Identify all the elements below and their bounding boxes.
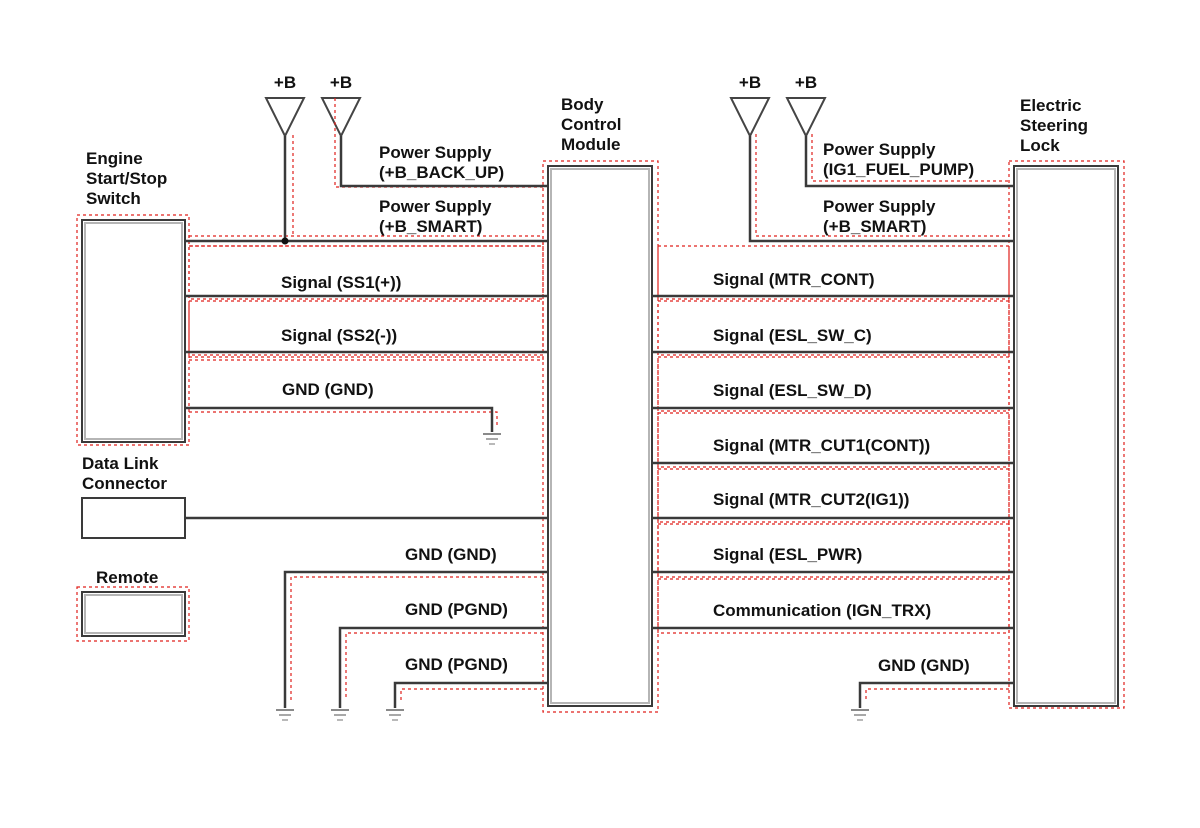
- battery-supply-2: [320, 97, 362, 139]
- battery-supply-1: [264, 97, 306, 139]
- wire-mtr-cut1: [652, 412, 1014, 468]
- plus-b-label-1: +B: [274, 73, 296, 92]
- wire-ss1: [185, 245, 548, 300]
- gnd-switch-label: GND (GND): [282, 380, 374, 399]
- wire-esl-sw-c: [652, 300, 1014, 356]
- wire-pgnd-2: [386, 681, 548, 721]
- gnd-bcm-label: GND (GND): [405, 545, 497, 564]
- ps-backup-label: Power Supply(+B_BACK_UP): [379, 143, 504, 182]
- engine-switch-highlight: [76, 214, 190, 446]
- ss1-label: Signal (SS1(+)): [281, 273, 401, 292]
- battery-triangle-icon: [729, 97, 771, 139]
- engine-switch-body: [81, 219, 186, 443]
- wire-ps-ig1-fuel: [804, 134, 1014, 188]
- engine-switch-inner: [84, 222, 183, 440]
- battery-triangle-icon: [320, 97, 362, 139]
- mtr-cont-label: Signal (MTR_CONT): [713, 270, 875, 289]
- ps-smart-right-label: Power Supply(+B_SMART): [823, 197, 936, 236]
- esl-inner: [1016, 168, 1116, 704]
- remote-body: [81, 591, 186, 637]
- ground-icon: [386, 709, 404, 721]
- wire-ps-smart-left: [185, 135, 548, 247]
- engine-start-stop-switch: [76, 214, 190, 446]
- plus-b-label-2: +B: [330, 73, 352, 92]
- esl-body: [1013, 165, 1119, 707]
- battery-supply-4: [785, 97, 827, 139]
- junction-dot: [281, 237, 289, 245]
- remote: [76, 586, 190, 642]
- plus-b-label-3: +B: [739, 73, 761, 92]
- wire-gnd-esl: [851, 681, 1014, 721]
- remote-label: Remote: [96, 568, 158, 587]
- wire-esl-sw-d: [652, 356, 1014, 412]
- wire-ps-backup: [334, 98, 548, 188]
- battery-triangle-icon: [264, 97, 306, 139]
- wire-pgnd-1: [331, 626, 548, 721]
- wire-ss2: [185, 300, 548, 356]
- battery-triangle-icon: [785, 97, 827, 139]
- ps-ig1-fuel-label: Power Supply(IG1_FUEL_PUMP): [823, 140, 974, 179]
- mtr-cut2-label: Signal (MTR_CUT2(IG1)): [713, 490, 909, 509]
- remote-inner: [84, 594, 183, 634]
- electric-steering-lock: [1008, 160, 1125, 709]
- esl-pwr-label: Signal (ESL_PWR): [713, 545, 862, 564]
- gnd-esl-label: GND (GND): [878, 656, 970, 675]
- dlc-body: [81, 497, 186, 539]
- ground-icon: [276, 709, 294, 721]
- esl-sw-c-label: Signal (ESL_SW_C): [713, 326, 872, 345]
- pgnd-2-label: GND (PGND): [405, 655, 508, 674]
- esl-sw-d-label: Signal (ESL_SW_D): [713, 381, 872, 400]
- ps-smart-left-label: Power Supply(+B_SMART): [379, 197, 492, 236]
- wire-ign-trx: [652, 578, 1014, 634]
- mtr-cut1-label: Signal (MTR_CUT1(CONT)): [713, 436, 930, 455]
- data-link-connector: [81, 497, 186, 539]
- ign-trx-label: Communication (IGN_TRX): [713, 601, 931, 620]
- ground-icon: [851, 709, 869, 721]
- pgnd-1-label: GND (PGND): [405, 600, 508, 619]
- wire-mtr-cut2: [652, 468, 1014, 523]
- bcm-body: [547, 165, 653, 707]
- wire-esl-pwr: [652, 523, 1014, 578]
- wire-gnd-switch: [185, 356, 544, 445]
- bcm-inner: [550, 168, 650, 704]
- ground-icon: [331, 709, 349, 721]
- remote-highlight: [76, 586, 190, 642]
- plus-b-label-4: +B: [795, 73, 817, 92]
- ground-icon: [483, 433, 501, 445]
- wire-gnd-bcm: [276, 570, 548, 721]
- body-control-module: [542, 160, 659, 713]
- wire-mtr-cont: [652, 245, 1014, 300]
- ss2-label: Signal (SS2(-)): [281, 326, 397, 345]
- battery-supply-3: [729, 97, 771, 139]
- wire-ps-smart-right: [748, 134, 1014, 243]
